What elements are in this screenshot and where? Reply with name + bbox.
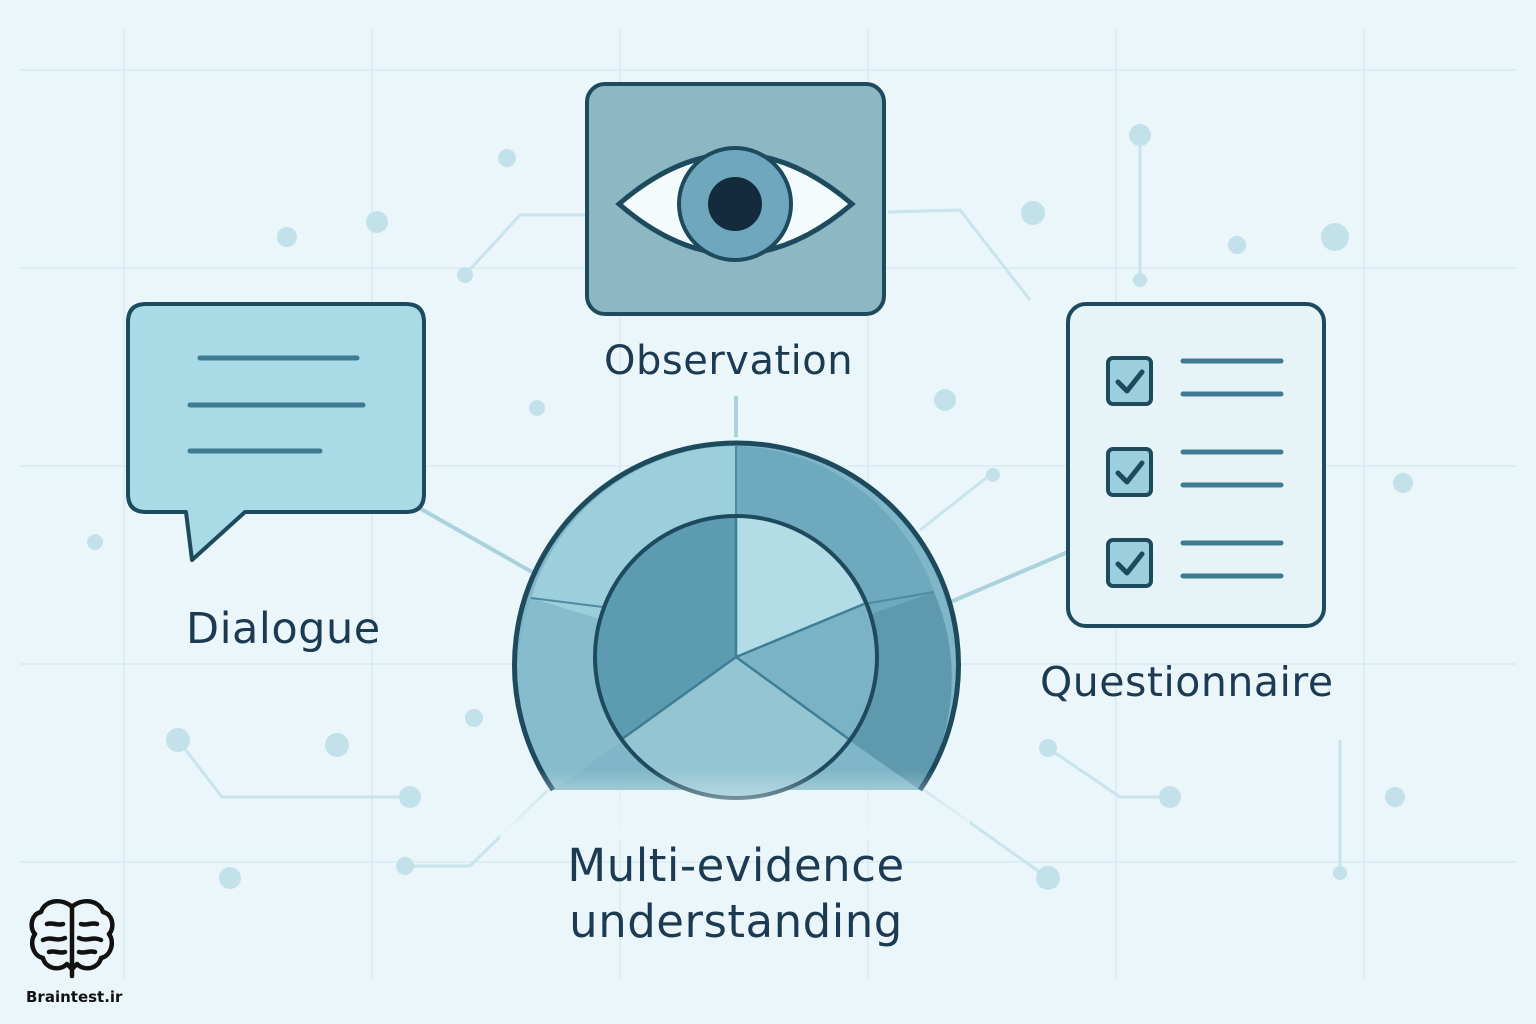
brain-icon (29, 898, 115, 979)
check-mark-icon (1115, 551, 1145, 576)
check-mark-icon (1115, 369, 1145, 394)
checklist-item (1106, 447, 1284, 497)
background-nodes (87, 124, 1413, 890)
outer-segment-dividers (530, 446, 935, 608)
eye-icon (615, 146, 856, 262)
inner-pie (593, 514, 879, 800)
pie-chart-icon (500, 440, 970, 840)
inner-slice-right (736, 604, 876, 740)
inner-slice-top-right (736, 516, 864, 657)
connectors (413, 396, 1069, 605)
inner-slice-bottom (622, 657, 850, 798)
checklist-item (1106, 538, 1284, 588)
label-dialogue: Dialogue (186, 604, 381, 654)
checkbox-checked-icon (1106, 447, 1153, 497)
connector-dialogue (413, 503, 533, 574)
brand-logo: Braintest.ir (26, 896, 123, 1006)
speech-bubble-lines (187, 355, 366, 454)
questionnaire-card (1066, 302, 1326, 628)
dialogue-card (126, 302, 426, 562)
label-multi-evidence: Multi-evidence understanding (567, 839, 905, 948)
inner-slice-left (595, 516, 736, 739)
label-questionnaire: Questionnaire (1040, 658, 1334, 706)
background-network (176, 135, 1342, 880)
checklist-item (1106, 356, 1284, 406)
connector-questionnaire (947, 550, 1069, 605)
observation-card (585, 82, 886, 316)
checkbox-checked-icon (1106, 356, 1153, 406)
checklist-icon (1106, 356, 1284, 588)
speech-bubble-icon (126, 302, 426, 562)
checkbox-checked-icon (1106, 538, 1153, 588)
label-observation: Observation (604, 338, 854, 384)
brand-name: Braintest.ir (26, 988, 123, 1006)
check-mark-icon (1115, 460, 1145, 485)
pie-fade (500, 770, 970, 840)
